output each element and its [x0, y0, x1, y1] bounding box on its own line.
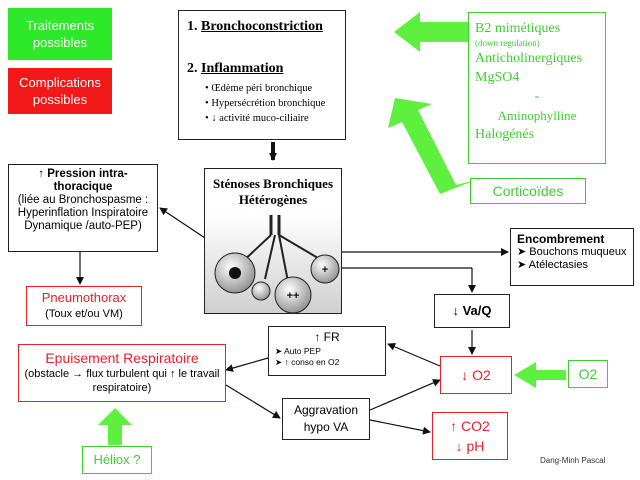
legend-treatments: Traitements possibles [8, 8, 112, 60]
arrow-fr-to-epuisement [225, 357, 269, 372]
corticoides-label: Corticoïdes [492, 183, 564, 199]
treatment-halogenes: Halogénés [475, 127, 535, 142]
aggravation-box: Aggravation hypo VA [282, 398, 370, 440]
aggravation-label: Aggravation hypo VA [293, 403, 359, 434]
list-item: ➤ Bouchons muqueux [517, 246, 627, 258]
treatment-aminophylline: Aminophylline [497, 108, 577, 123]
plusplus-label: ++ [287, 290, 300, 302]
vaq-label: ↓ Va/Q [452, 303, 492, 318]
bronchi-illustration: + ++ [205, 213, 341, 313]
author-credit: Dang-Minh Pascal [540, 456, 606, 465]
list-item: ➤ ↑ conso en O2 [275, 357, 340, 367]
o2-treatment-label: O2 [578, 366, 598, 382]
pneumothorax-box: Pneumothorax (Toux et/ou VM) [26, 286, 142, 326]
o2-low-box: ↓ O2 [440, 356, 512, 394]
list-item: • Œdème péri bronchique [205, 83, 313, 94]
list-item: • Hypersécrétion bronchique [205, 98, 326, 109]
list-item: • ↓ activité muco-ciliaire [205, 113, 309, 124]
epuisement-desc: (obstacle → flux turbulent qui ↑ le trav… [24, 368, 220, 394]
mechanism-1: 1. Bronchoconstriction [187, 19, 323, 34]
legend-complications-label: Complications possibles [19, 75, 101, 107]
ph-label: ↓ pH [455, 438, 485, 454]
co2-ph-box: ↑ CO2 ↓ pH [432, 412, 508, 460]
green-arrow-heliox [98, 408, 132, 445]
treatment-mgso4: MgSO4 [475, 70, 520, 85]
green-arrow-o2 [514, 362, 566, 388]
corticoides-box: Corticoïdes [470, 178, 586, 204]
treatment-anticholinergic: Anticholinergiques [475, 51, 583, 66]
arrow-stenoses-to-pression [159, 207, 209, 241]
epuisement-box: Epuisement Respiratoire (obstacle → flux… [18, 344, 226, 402]
epuisement-title: Epuisement Respiratoire [45, 350, 199, 366]
o2-low-label: ↓ O2 [461, 367, 491, 383]
treatment-b2-note: (down regulation) [475, 38, 540, 48]
fr-box: ↑ FR ➤ Auto PEP ➤ ↑ conso en O2 [268, 326, 386, 376]
treatments-box: B2 mimétiques (down regulation) Antichol… [468, 12, 606, 164]
pression-desc: (liée au Bronchospasme : Hyperinflation … [17, 194, 149, 232]
pneumothorax-title: Pneumothorax [41, 290, 127, 305]
stenoses-title: Sténoses Bronchiques Hétérogènes [212, 176, 334, 207]
heliox-label: Héliox ? [93, 452, 141, 467]
fr-title: ↑ FR [314, 330, 340, 344]
green-arrow-corticoides [388, 98, 476, 194]
arrow-o2-to-fr [387, 343, 441, 367]
mechanism-2: 2. Inflammation [187, 61, 284, 76]
arrow-aggravation-to-co2 [369, 419, 431, 435]
treatment-b2: B2 mimétiques [475, 21, 561, 36]
list-item: ➤ Auto PEP [275, 346, 321, 356]
legend-complications: Complications possibles [8, 68, 112, 114]
legend-treatments-label: Traitements possibles [25, 18, 95, 50]
arrow-aggravation-to-o2 [369, 379, 441, 411]
pression-box: ↑ Pression intra-thoracique (liée au Bro… [8, 164, 158, 252]
mechanism-1-label: Bronchoconstriction [201, 19, 323, 34]
heliox-box: Héliox ? [82, 446, 152, 474]
mechanisms-box: 1. Bronchoconstriction 2. Inflammation •… [178, 10, 346, 140]
green-arrow-treatments [394, 12, 468, 52]
stenoses-box: Sténoses Bronchiques Hétérogènes + ++ [204, 168, 342, 314]
encombrement-box: Encombrement ➤ Bouchons muqueux ➤ Atélec… [510, 228, 634, 286]
co2-label: ↑ CO2 [450, 418, 490, 434]
o2-treatment-box: O2 [568, 360, 608, 388]
treatment-dash: - [534, 89, 540, 104]
pneumothorax-desc: (Toux et/ou VM) [45, 308, 123, 320]
arrow-epuisement-to-aggravation [225, 384, 281, 419]
mechanism-2-label: Inflammation [201, 61, 284, 76]
vaq-box: ↓ Va/Q [434, 294, 510, 328]
inflammation-list: • Œdème péri bronchique • Hypersécrétion… [205, 81, 337, 126]
pression-title: ↑ Pression intra-thoracique [38, 168, 128, 193]
encombrement-title: Encombrement [517, 232, 605, 246]
list-item: ➤ Atélectasies [517, 259, 588, 271]
plus-label: + [322, 264, 328, 276]
